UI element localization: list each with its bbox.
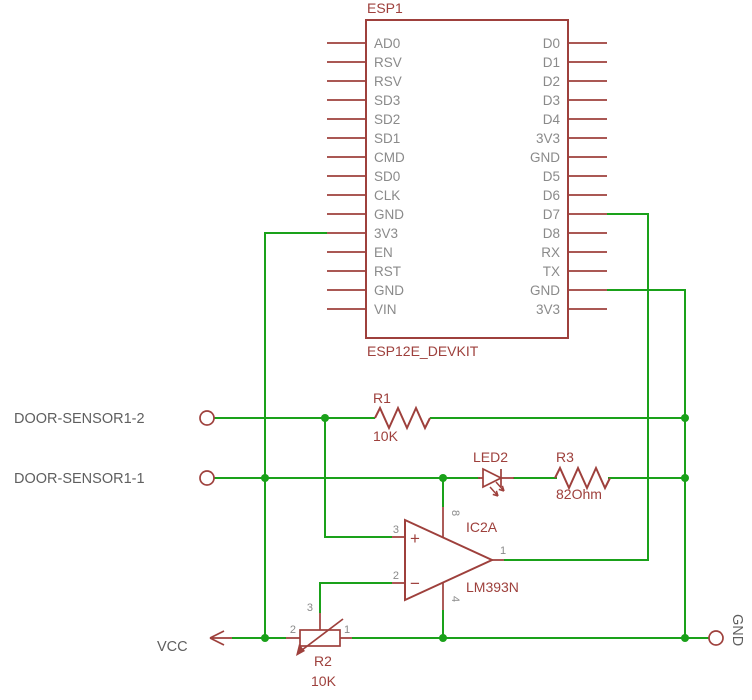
junction-dot <box>261 474 269 482</box>
gnd-pin-circle[interactable] <box>708 630 724 646</box>
r2-refdes: R2 <box>314 653 332 669</box>
junction-dot <box>681 634 689 642</box>
pin-name: D3 <box>543 93 560 108</box>
esp-value: ESP12E_DEVKIT <box>367 343 479 359</box>
junction-dot <box>439 474 447 482</box>
pin-name: 3V3 <box>374 226 398 241</box>
junction-dot <box>439 634 447 642</box>
connector-door-sensor1-1[interactable]: DOOR-SENSOR1-1 <box>14 470 215 487</box>
resistor-zigzag[interactable] <box>374 405 431 431</box>
supply-gnd[interactable]: GND <box>708 614 745 646</box>
gnd-label: GND <box>729 614 745 646</box>
trimmer-pin1-number: 1 <box>344 624 350 636</box>
vcc-arrow-icon <box>209 630 232 646</box>
pin-name: D2 <box>543 74 560 89</box>
trimmer-pin3-number: 3 <box>307 602 313 614</box>
ic2a-refdes: IC2A <box>466 519 498 535</box>
pin-name: GND <box>530 283 560 298</box>
pin-name: SD1 <box>374 131 400 146</box>
pin-name: VIN <box>374 302 397 317</box>
component-r3[interactable]: R3 82Ohm <box>554 449 611 502</box>
led-emission-arrow <box>489 486 499 497</box>
esp-body[interactable] <box>365 19 569 339</box>
net-vcc-rail[interactable] <box>232 232 327 639</box>
pin-name: D7 <box>543 207 560 222</box>
pin-name: D1 <box>543 55 560 70</box>
opamp-pin-stubs <box>392 507 504 610</box>
pin-name: EN <box>374 245 393 260</box>
trimmer-body[interactable] <box>299 629 341 647</box>
trimmer-pin-stubs <box>286 613 352 639</box>
supply-vcc[interactable]: VCC <box>157 630 232 655</box>
r1-value: 10K <box>373 428 399 444</box>
opamp-pin3-number: 3 <box>393 524 399 536</box>
pin-name: RST <box>374 264 401 279</box>
net-sensor1-row[interactable] <box>214 477 557 507</box>
pin-name: GND <box>374 283 404 298</box>
connector-label: DOOR-SENSOR1-1 <box>14 471 145 487</box>
component-led2[interactable]: LED2 <box>473 449 514 497</box>
component-r1[interactable]: R1 10K <box>373 390 431 444</box>
junction-dot <box>261 634 269 642</box>
pin-name: D5 <box>543 169 560 184</box>
r1-refdes: R1 <box>373 390 391 406</box>
pin-name: RX <box>541 245 560 260</box>
vcc-label: VCC <box>157 639 188 655</box>
connector-pin-circle[interactable] <box>199 470 215 486</box>
esp-right-pin-stubs <box>568 42 607 310</box>
pin-name: SD2 <box>374 112 400 127</box>
pin-name: TX <box>543 264 560 279</box>
nets <box>214 213 709 642</box>
net-minus-to-wiper[interactable] <box>319 582 392 613</box>
pin-name: RSV <box>374 74 402 89</box>
junction-dot <box>681 474 689 482</box>
opamp-plus-sign: + <box>410 529 420 548</box>
opamp-minus-sign: − <box>410 574 420 593</box>
pin-name: GND <box>530 150 560 165</box>
pin-name: D4 <box>543 112 561 127</box>
r3-value: 82Ohm <box>556 486 602 502</box>
component-esp1[interactable]: ESP1 ESP12E_DEVKIT AD0 RSV RSV SD3 SD2 S… <box>327 0 607 359</box>
trimmer-arrow-head <box>296 644 305 656</box>
net-output-to-d7[interactable] <box>504 213 649 561</box>
led-emission-arrow <box>495 481 505 492</box>
junction-dot <box>681 414 689 422</box>
pin-name: D0 <box>543 36 560 51</box>
r2-value: 10K <box>311 673 337 689</box>
pin-name: D6 <box>543 188 560 203</box>
pin-name: SD3 <box>374 93 400 108</box>
pin-name: 3V3 <box>536 302 560 317</box>
led2-refdes: LED2 <box>473 449 508 465</box>
opamp-pin4-number: 4 <box>449 596 461 602</box>
pin-name: GND <box>374 207 404 222</box>
net-sensor2-comparator-plus[interactable] <box>214 417 685 538</box>
esp-left-pin-stubs <box>327 42 366 310</box>
component-ic2a[interactable]: + − 3 2 1 8 4 IC2A LM393N <box>392 507 519 610</box>
opamp-pin2-number: 2 <box>393 570 399 582</box>
opamp-triangle[interactable] <box>404 518 495 602</box>
pin-name: AD0 <box>374 36 400 51</box>
esp-refdes: ESP1 <box>367 0 403 16</box>
connector-pin-circle[interactable] <box>199 410 215 426</box>
trimmer-arrow-shaft <box>301 618 344 651</box>
pin-name: CLK <box>374 188 400 203</box>
component-r2-trimmer[interactable]: 2 1 3 R2 10K <box>286 602 352 689</box>
junction-dot <box>321 414 329 422</box>
connector-label: DOOR-SENSOR1-2 <box>14 411 145 427</box>
pin-name: CMD <box>374 150 405 165</box>
pin-name: RSV <box>374 55 402 70</box>
opamp-pin8-number: 8 <box>449 510 461 516</box>
opamp-pin1-number: 1 <box>500 545 506 557</box>
connector-door-sensor1-2[interactable]: DOOR-SENSOR1-2 <box>14 410 215 427</box>
pin-name: 3V3 <box>536 131 560 146</box>
pin-name: SD0 <box>374 169 400 184</box>
trimmer-pin2-number: 2 <box>290 624 296 636</box>
resistor-zigzag[interactable] <box>554 465 611 491</box>
ic2a-value: LM393N <box>466 579 519 595</box>
r3-refdes: R3 <box>556 449 574 465</box>
led-triangle[interactable] <box>482 467 503 489</box>
net-gnd-bus[interactable] <box>352 289 709 639</box>
pin-name: D8 <box>543 226 560 241</box>
